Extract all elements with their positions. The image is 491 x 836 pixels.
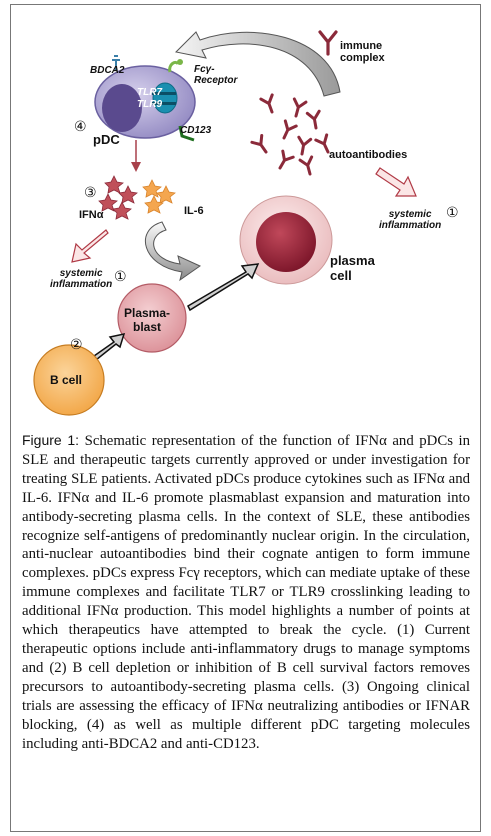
tlr9-label: TLR9 xyxy=(137,99,162,110)
caption-text: Schematic representation of the function… xyxy=(22,433,470,752)
diagram xyxy=(33,30,417,416)
tlr7-label: TLR7 xyxy=(137,87,162,98)
systemic-inflammation-arrow-left xyxy=(71,229,109,263)
pdc-label: pDC xyxy=(93,132,120,147)
plasma-cell xyxy=(239,195,333,285)
systemic-left-number-marker: ① xyxy=(114,269,127,285)
figure-frame xyxy=(10,4,481,832)
pdc-number-marker: ④ xyxy=(74,119,87,135)
systemic-inflammation-label-right: systemic inflammation xyxy=(379,209,442,231)
ifna-label: IFNα xyxy=(79,209,104,221)
autoantibody-icons xyxy=(250,93,335,178)
bdca2-label: BDCA2 xyxy=(90,65,125,76)
figure-label: Figure 1: xyxy=(22,432,80,448)
b-cell-label: B cell xyxy=(50,373,83,387)
ifna-star-icons xyxy=(98,175,138,220)
plasmablast-cell xyxy=(117,283,187,353)
b-cell xyxy=(33,344,105,416)
arrow-plasmablast-to-plasma-cell xyxy=(187,263,260,312)
curved-arrow-to-pdc xyxy=(174,31,341,97)
immune-complex-icon xyxy=(318,30,338,56)
il6-star-icons xyxy=(142,179,176,214)
fc-receptor-label: Fcγ- Receptor xyxy=(194,64,238,86)
autoantibodies-label: autoantibodies xyxy=(329,149,408,161)
immune-complex-label: immune complex xyxy=(340,40,385,64)
plasma-cell-label: plasma cell xyxy=(330,253,375,283)
cd123-receptor xyxy=(178,125,195,142)
pdc-cell xyxy=(94,55,196,142)
arrow-bcell-to-plasmablast xyxy=(93,332,126,362)
systemic-inflammation-arrow-right xyxy=(375,167,417,197)
b-cell-number-marker: ② xyxy=(70,337,83,353)
figure-caption: Figure 1: Schematic representation of th… xyxy=(22,431,470,753)
ifna-number-marker: ③ xyxy=(84,185,97,201)
systemic-inflammation-label-left: systemic inflammation xyxy=(50,268,113,290)
cd123-label: CD123 xyxy=(180,125,212,136)
plasmablast-label: Plasma- blast xyxy=(124,306,171,334)
il6-label: IL-6 xyxy=(184,205,204,217)
systemic-right-number-marker: ① xyxy=(446,205,459,221)
curved-arrow-to-plasmablast xyxy=(145,221,202,282)
